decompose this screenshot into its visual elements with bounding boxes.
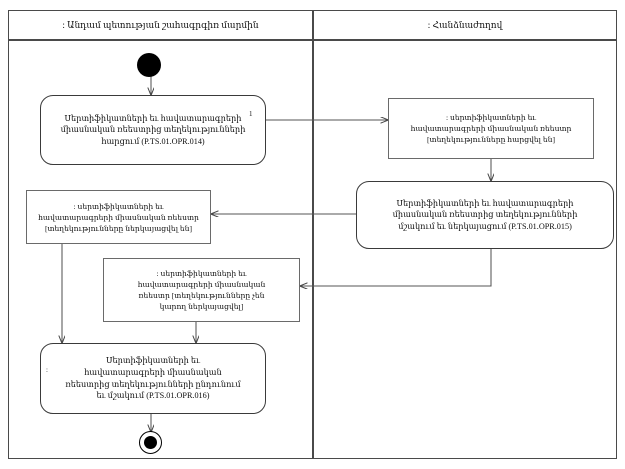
action-receive-and-process[interactable]: Սերտիֆիկատների եւ հավատարագրերի միասնակա…	[40, 343, 266, 414]
object-node-registry-presented[interactable]: : սերտիֆիկատների եւ հավատարագրերի միասնա…	[26, 190, 211, 244]
action-process-and-present-label: Սերտիֆիկատների եւ հավատարագրերի միասնակա…	[392, 198, 578, 231]
initial-node	[137, 53, 161, 77]
action-request-information[interactable]: Սերտիֆիկատների եւ հավատարագրերի միասնակա…	[40, 95, 266, 165]
final-node	[139, 431, 162, 454]
edge-label-request-multiplicity: 1	[249, 110, 253, 118]
action-process-and-present[interactable]: Սերտիֆիկատների եւ հավատարագրերի միասնակա…	[356, 181, 614, 249]
swimlane-header-right: : Հանձնաժողով	[313, 10, 617, 40]
action-receive-and-process-label: Սերտիֆիկատների եւ հավատարագրերի միասնակա…	[65, 356, 241, 401]
object-node-registry-not-presented-label: : սերտիֆիկատների եւ հավատարագրերի միասնա…	[137, 269, 266, 311]
final-node-core	[144, 436, 157, 449]
object-node-registry-requested-label: : սերտիֆիկատների եւ հավատարագրերի միասնա…	[410, 113, 572, 144]
edge-label-request-multiplicity-text: 1	[249, 110, 253, 118]
object-node-registry-presented-label: : սերտիֆիկատների եւ հավատարագրերի միասնա…	[38, 201, 199, 233]
swimlane-header-left: : Անդամ պետության շահագրգիռ մարմին	[8, 10, 313, 40]
swimlane-label-right: : Հանձնաժողով	[427, 19, 503, 30]
receive-node-side-mark-text: :	[46, 366, 48, 374]
receive-node-side-mark: :	[46, 366, 48, 374]
object-node-registry-requested[interactable]: : սերտիֆիկատների եւ հավատարագրերի միասնա…	[388, 98, 594, 159]
action-request-information-label: Սերտիֆիկատների եւ հավատարագրերի միասնակա…	[60, 113, 246, 146]
swimlane-label-left: : Անդամ պետության շահագրգիռ մարմին	[62, 19, 259, 30]
object-node-registry-not-presented[interactable]: : սերտիֆիկատների եւ հավատարագրերի միասնա…	[103, 258, 300, 322]
